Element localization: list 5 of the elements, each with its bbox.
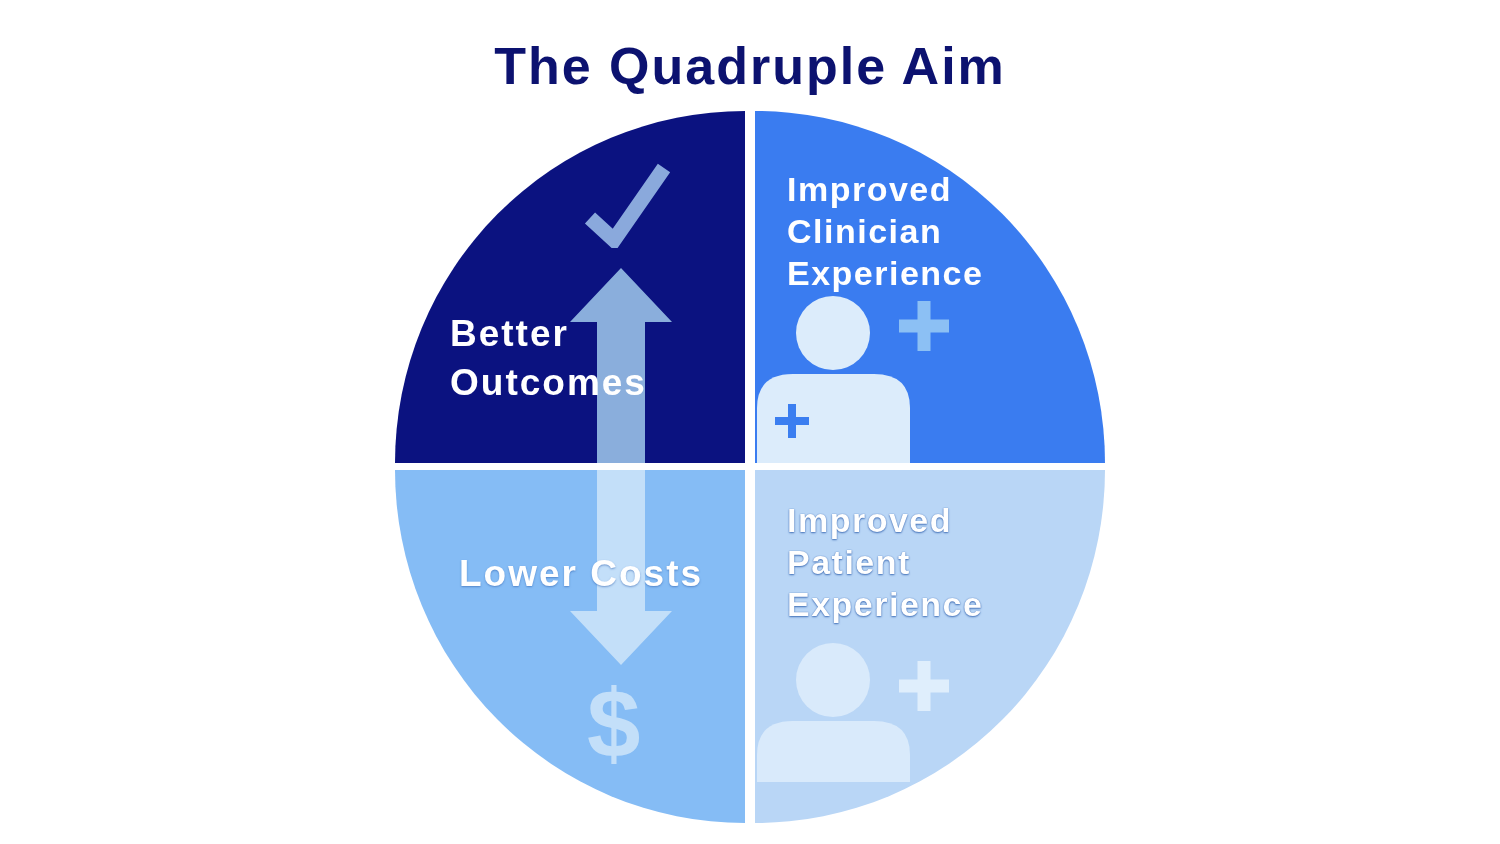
dollar-sign: $ [587, 676, 641, 772]
quadrant-label: Lower Costs [459, 552, 704, 596]
diagram-title: The Quadruple Aim [494, 36, 1006, 96]
quadrant-label: Improved Clinician Experience [787, 169, 984, 294]
quadrant-label: Improved Patient Experience [787, 500, 984, 625]
